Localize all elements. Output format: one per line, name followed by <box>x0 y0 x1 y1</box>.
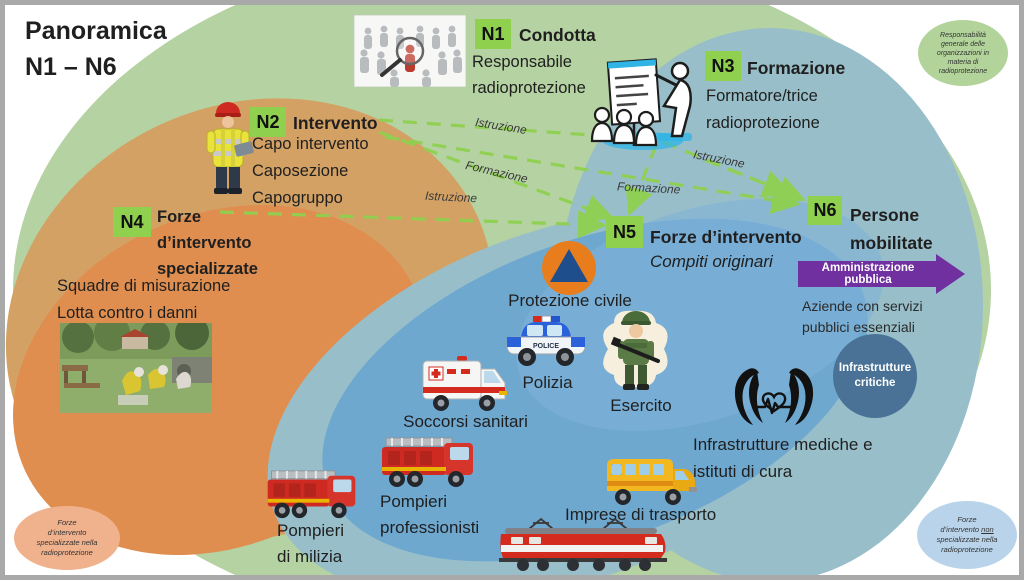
n4-line-1: Squadre di misurazione <box>57 277 231 295</box>
note-tr-line-4: materia di <box>947 58 979 66</box>
badge-n5: N5 <box>606 216 643 248</box>
edge-label-istruzione-2: Istruzione <box>424 188 478 206</box>
note-br-line-4: radioprotezione <box>941 545 993 554</box>
badge-n3: N3 <box>705 51 741 81</box>
n2-line-2: Caposezione <box>252 162 349 180</box>
note-bl-line-2: d’intervento <box>47 528 87 537</box>
soldier <box>603 310 668 390</box>
school-bus <box>607 459 697 505</box>
hands-heartbeat-icon <box>734 368 814 425</box>
n2-line-1: Capo intervento <box>252 135 369 153</box>
note-general-responsibility: Responsabilità generale delle organizzaz… <box>918 20 1008 86</box>
n4-heading-3: specializzate <box>157 260 258 278</box>
n2-roles: Capo intervento Caposezione Capogruppo <box>252 131 369 212</box>
n1-role: Responsabile radioprotezione <box>472 49 586 101</box>
badge-n2: N2 <box>250 107 286 137</box>
svg-text:POLICE: POLICE <box>533 343 559 350</box>
firefighter-commander <box>206 102 254 194</box>
note-tr-line-5: radioprotezione <box>938 67 988 75</box>
infra-med-line-1: Infrastrutture mediche e <box>693 435 873 454</box>
note-br-line-2-pre: d’intervento <box>940 525 982 534</box>
aziende-line-1: Aziende con servizi <box>802 298 923 314</box>
n6-heading: Persone mobilitate <box>850 201 933 257</box>
line-n4-n5 <box>219 209 607 239</box>
label-pompieri-milizia: Pompieri di milizia <box>277 518 344 570</box>
n2-heading: Intervento <box>293 113 378 133</box>
note-non-specialized-forces: Forze d’intervento non specializzate nel… <box>917 501 1017 569</box>
label-imprese-trasporto: Imprese di trasporto <box>565 505 717 524</box>
note-tr-line-3: organizzazioni in <box>936 49 990 57</box>
fire-truck-militia <box>267 470 356 519</box>
title-line-1: Panoramica <box>25 17 167 45</box>
arrow-label: Amministrazione pubblica <box>821 262 915 286</box>
hazmat-team-photo <box>60 323 212 413</box>
n6-heading-1: Persone <box>850 205 920 225</box>
label-protezione-civile: Protezione civile <box>508 291 632 310</box>
n4-tasks: Squadre di misurazione Lotta contro i da… <box>57 273 230 327</box>
note-br-line-2-underlined: non <box>981 525 994 534</box>
note-bl-line-4: radioprotezione <box>41 548 93 557</box>
infrastrutture-critiche-circle: Infrastrutture critiche <box>833 334 917 418</box>
police-car: POLICE <box>506 315 586 366</box>
line-n3-n5 <box>625 144 658 216</box>
label-esercito: Esercito <box>610 396 672 415</box>
n6-heading-2: mobilitate <box>850 233 933 253</box>
infra-critiche-line-2: critiche <box>854 377 896 389</box>
note-br-line-1: Forze <box>957 515 977 524</box>
arrow-shape <box>798 254 965 294</box>
n3-line-2: radioprotezione <box>706 114 820 132</box>
n4-heading: Forze d’intervento specializzate <box>157 204 258 282</box>
n4-heading-1: Forze <box>157 208 202 226</box>
n3-heading: Formazione <box>747 58 846 78</box>
n4-line-2: Lotta contro i danni <box>57 304 198 322</box>
crowd-selection-image <box>354 15 466 87</box>
note-br-line-3: specializzate nella <box>936 535 998 544</box>
ambulance <box>422 356 507 411</box>
pompieri-mil-line-1: Pompieri <box>277 521 345 540</box>
trainer-flipchart <box>590 58 692 150</box>
infra-critiche-line-1: Infrastrutture <box>838 362 912 374</box>
page-title: Panoramica N1 – N6 <box>25 13 167 86</box>
aziende-text: Aziende con servizi pubblici essenziali <box>802 296 923 338</box>
n5-subheading: Compiti originari <box>650 252 773 271</box>
note-bl-line-1: Forze <box>57 518 77 527</box>
instruction-lines-layer <box>219 118 806 239</box>
civil-protection-logo <box>542 241 596 295</box>
amministrazione-arrow: Amministrazione pubblica <box>798 254 966 294</box>
line-extra-n6 <box>704 158 792 198</box>
infra-med-line-2: istituti di cura <box>693 462 793 481</box>
note-tr-line-1: Responsabilità <box>940 31 986 39</box>
n1-line-2: radioprotezione <box>472 79 586 97</box>
n5-heading: Forze d’intervento <box>650 227 802 247</box>
label-pompieri-professionisti: Pompieri professionisti <box>380 489 479 541</box>
badge-n4: N4 <box>113 207 151 237</box>
pompieri-mil-line-2: di milizia <box>277 547 343 566</box>
label-soccorsi-sanitari: Soccorsi sanitari <box>403 412 528 431</box>
note-br-line-2: d’intervento non <box>937 525 998 535</box>
line-n2-n6 <box>384 135 801 215</box>
n1-line-1: Responsabile <box>472 53 572 71</box>
pompieri-pro-line-1: Pompieri <box>380 492 448 511</box>
badge-n6: N6 <box>808 196 842 225</box>
label-polizia: Polizia <box>522 373 573 392</box>
n1-heading: Condotta <box>519 25 596 45</box>
badge-n1: N1 <box>475 19 511 49</box>
n3-role: Formatore/trice radioprotezione <box>706 83 820 137</box>
pompieri-pro-line-2: professionisti <box>380 518 480 537</box>
title-line-2: N1 – N6 <box>25 53 117 82</box>
note-specialized-forces: Forze d’intervento specializzate nella r… <box>14 506 120 570</box>
n3-line-1: Formatore/trice <box>706 87 818 105</box>
n4-heading-2: d’intervento <box>157 234 252 252</box>
label-infrastrutture-mediche: Infrastrutture mediche e istituti di cur… <box>693 431 873 485</box>
n2-line-3: Capogruppo <box>252 189 343 207</box>
fire-truck-professional <box>382 437 473 487</box>
note-bl-line-3: specializzate nella <box>36 538 98 547</box>
note-tr-line-2: generale delle <box>941 40 985 48</box>
locomotive <box>499 517 667 571</box>
aziende-line-2: pubblici essenziali <box>802 319 915 335</box>
line-n2-n5 <box>378 130 615 222</box>
